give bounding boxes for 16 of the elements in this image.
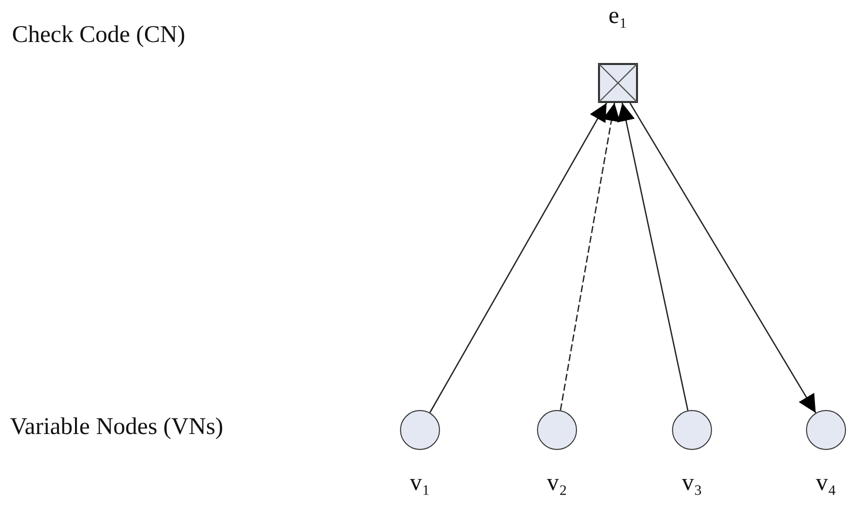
row-label: Check Code (CN) bbox=[12, 22, 186, 49]
node-label: e₁ bbox=[608, 3, 628, 30]
arrow bbox=[560, 102, 620, 410]
arrow bbox=[429, 102, 608, 413]
node-label: v₄ bbox=[816, 470, 836, 497]
check-node-box bbox=[598, 63, 638, 103]
row-label: Variable Nodes (VNs) bbox=[10, 414, 224, 441]
variable-node-circle bbox=[806, 410, 846, 450]
arrow bbox=[629, 102, 816, 414]
variable-node-circle bbox=[400, 410, 440, 450]
node-label: v₃ bbox=[682, 470, 702, 497]
arrow bbox=[617, 102, 688, 411]
node-label: v₁ bbox=[410, 470, 430, 497]
variable-node-circle bbox=[537, 410, 577, 450]
variable-node-circle bbox=[672, 410, 712, 450]
node-label: v₂ bbox=[546, 470, 568, 497]
